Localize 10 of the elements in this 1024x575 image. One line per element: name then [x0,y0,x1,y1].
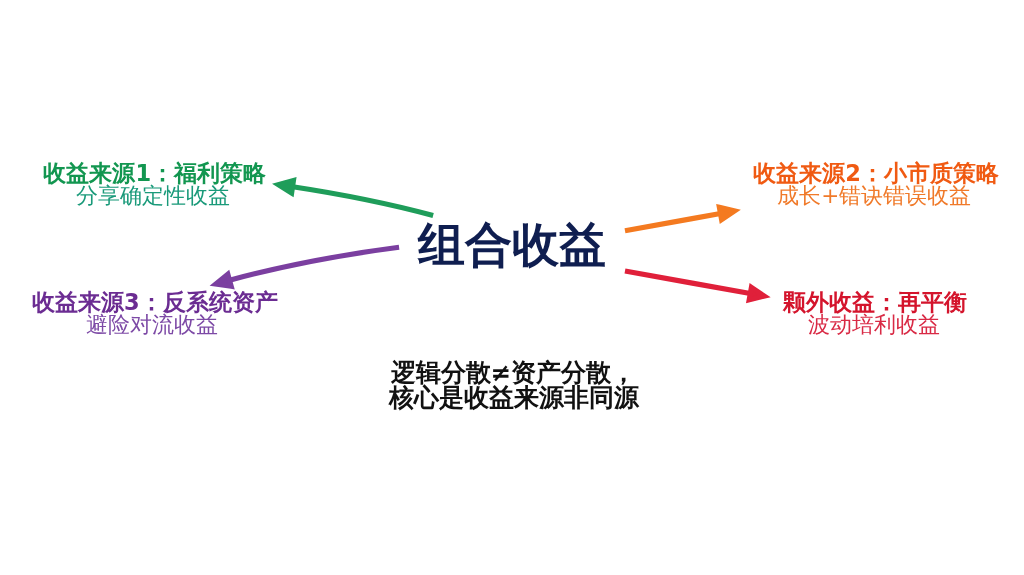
arrow [624,203,741,233]
arrow [624,268,771,303]
arrow [209,244,400,289]
node-text: 收益来源2：小市质策略 成长+错诀错误收益 [753,159,999,208]
node-text: 颗外收益：再平衡 波动培利收益 [782,288,967,337]
node-text: 收益来源1：福利策略 分享确定性收益 [43,159,267,208]
node-text: 组合收益 [417,216,606,272]
arrow [272,176,434,218]
label: 逻辑分散≠资产分散，核心是收益来源非同源 [388,357,639,412]
node-text: 收益来源3：反系统资产 避险对流收益 [32,288,278,337]
